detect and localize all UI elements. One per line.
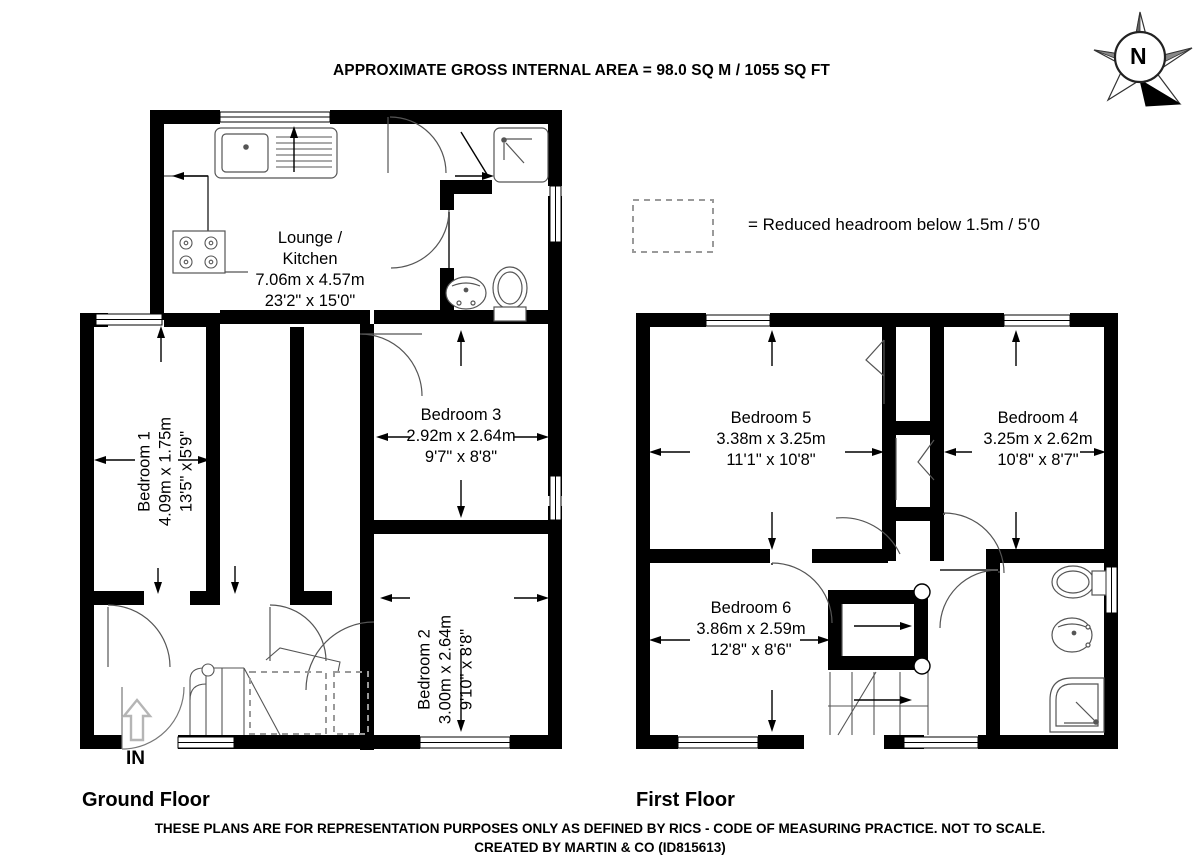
footer-line-2: CREATED BY MARTIN & CO (ID815613) [474, 840, 726, 855]
room-name: Bedroom 1 [135, 431, 154, 512]
first-floor-walls [636, 313, 1118, 749]
room-metric: 3.86m x 2.59m [696, 620, 806, 638]
footer-line-1: THESE PLANS ARE FOR REPRESENTATION PURPO… [154, 821, 1046, 836]
room-imperial: 9'7" x 8'8" [424, 448, 498, 466]
room-imperial: 23'2" x 15'0" [264, 292, 356, 310]
room-label-lounge-kitchen: Lounge / Kitchen 7.06m x 4.57m 23'2" x 1… [220, 228, 400, 312]
floor-label-ground: Ground Floor [82, 789, 210, 811]
page-title: APPROXIMATE GROSS INTERNAL AREA = 98.0 S… [333, 62, 830, 79]
reduced-headroom-zones [249, 671, 369, 735]
ground-floor-doors [107, 116, 450, 750]
first-dimension-lines [649, 330, 1106, 732]
ground-floor-windows [95, 111, 562, 749]
reduced-headroom-swatch [632, 199, 714, 253]
ground-floor-stairs [189, 647, 341, 736]
room-metric: 7.06m x 4.57m [255, 271, 365, 289]
room-imperial: 11'1" x 10'8" [726, 451, 816, 469]
room-label-bedroom-3: Bedroom 3 2.92m x 2.64m 9'7" x 8'8" [385, 405, 537, 468]
room-metric: 3.00m x 2.64m [436, 614, 455, 725]
first-floor-plan [636, 313, 1118, 749]
entrance-label: IN [126, 748, 145, 769]
room-name: Lounge / [277, 229, 343, 247]
entrance-arrow-icon [121, 698, 153, 742]
room-label-bedroom-6: Bedroom 6 3.86m x 2.59m 12'8" x 8'6" [668, 598, 834, 661]
room-name-line2: Kitchen [282, 250, 338, 268]
room-metric: 2.92m x 2.64m [406, 427, 516, 445]
first-floor-windows [677, 314, 1118, 749]
ground-bathroom-fixtures [445, 127, 549, 322]
room-metric: 4.09m x 1.75m [156, 416, 175, 527]
room-name: Bedroom 4 [997, 409, 1079, 427]
room-imperial: 12'8" x 8'6" [710, 641, 792, 659]
room-name: Bedroom 2 [415, 629, 434, 710]
compass-north-label: N [1130, 43, 1147, 69]
room-imperial: 13'5" x 5'9" [177, 430, 196, 513]
room-name: Bedroom 3 [420, 406, 502, 424]
room-label-bedroom-2: Bedroom 2 3.00m x 2.64m 9'10" x 8'8" [415, 570, 478, 770]
room-metric: 3.38m x 3.25m [716, 430, 826, 448]
floor-label-first: First Floor [636, 789, 735, 811]
room-metric: 3.25m x 2.62m [983, 430, 1093, 448]
first-bathroom-fixtures [1049, 565, 1107, 733]
room-label-bedroom-5: Bedroom 5 3.38m x 3.25m 11'1" x 10'8" [688, 408, 854, 471]
ground-floor-walls [80, 110, 562, 750]
ground-floor-plan [80, 110, 562, 750]
first-floor-stairs [828, 583, 931, 736]
first-floor-doors [771, 339, 1005, 656]
room-imperial: 9'10" x 8'8" [457, 628, 476, 711]
ground-dimension-lines [94, 126, 549, 732]
room-name: Bedroom 5 [730, 409, 812, 427]
reduced-headroom-legend-label: = Reduced headroom below 1.5m / 5'0 [748, 215, 1040, 234]
compass-north-icon [1093, 11, 1193, 107]
room-imperial: 10'8" x 8'7" [997, 451, 1079, 469]
room-label-bedroom-4: Bedroom 4 3.25m x 2.62m 10'8" x 8'7" [955, 408, 1121, 471]
room-label-bedroom-1: Bedroom 1 4.09m x 1.75m 13'5" x 5'9" [135, 372, 198, 572]
room-name: Bedroom 6 [710, 599, 792, 617]
